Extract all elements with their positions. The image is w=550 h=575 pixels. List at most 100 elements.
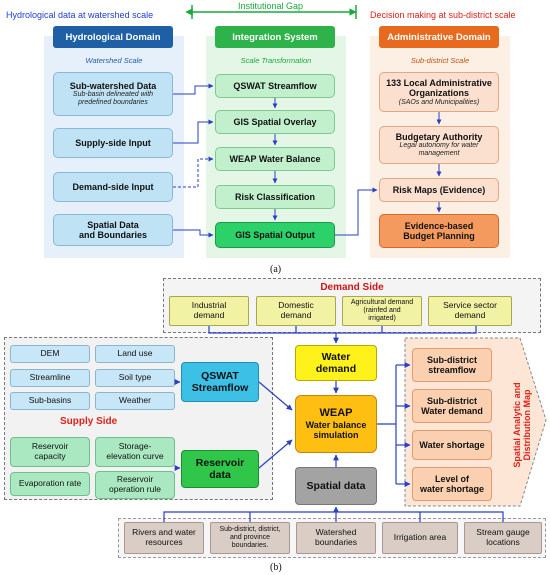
qswat-streamflow-node: QSWAT Streamflow (181, 362, 259, 402)
weap-water-balance-label: WEAP Water Balance (229, 153, 321, 164)
local-admin-orgs-l1: 133 Local Administrative (386, 77, 492, 88)
hydro-domain-header: Hydrological Domain (53, 26, 173, 48)
land-use-label: Land use (117, 348, 153, 359)
evidence-budget-l1: Evidence-based (404, 220, 474, 231)
reservoir-operation-l2: operation rule (109, 484, 161, 494)
subdistrict-streamflow-box: Sub-district streamflow (412, 348, 492, 382)
panel-a-caption: (a) (270, 264, 282, 275)
subdistrict-streamflow-l2: streamflow (428, 365, 476, 375)
stream-gauge-l2: locations (486, 537, 520, 547)
weap-simulation-node: WEAP Water balance simulation (295, 395, 377, 453)
streamline-label: Streamline (29, 372, 71, 383)
subdistrict-streamflow-l1: Sub-district (426, 354, 477, 365)
dem-box: DEM (10, 345, 90, 363)
industrial-demand-box: Industrial demand (169, 296, 249, 326)
weap-l3: simulation (313, 430, 359, 441)
domestic-demand-l2: demand (280, 310, 312, 320)
irrigation-area-box: Irrigation area (382, 522, 458, 554)
soil-type-label: Soil type (118, 372, 152, 383)
sub-watershed-data-title: Sub-watershed Data (69, 81, 157, 92)
spatial-data-boundaries-box: Spatial Data and Boundaries (53, 214, 173, 246)
qswat-streamflow-box: QSWAT Streamflow (215, 74, 335, 98)
watershed-boundaries-l2: boundaries (314, 537, 358, 547)
evidence-budget-box: Evidence-based Budget Planning (379, 214, 499, 248)
reservoir-operation-l1: Reservoir (116, 474, 154, 485)
admin-boundaries-box: Sub-district, district, and province bou… (210, 522, 290, 554)
industrial-demand-l1: Industrial (191, 300, 227, 311)
evaporation-rate-box: Evaporation rate (10, 472, 90, 496)
risk-classification-box: Risk Classification (215, 185, 335, 209)
water-demand-l1: Water (321, 350, 351, 363)
spatial-map-label: Spatial Analytic and Distribution Map (509, 365, 535, 485)
gis-spatial-overlay-box: GIS Spatial Overlay (215, 110, 335, 134)
risk-classification-label: Risk Classification (234, 191, 316, 202)
reservoir-node-l2: data (209, 469, 231, 481)
sub-basins-box: Sub-basins (10, 392, 90, 410)
weather-box: Weather (95, 392, 175, 410)
spatial-data-label: Spatial data (306, 479, 366, 492)
qswat-node-l1: QSWAT (201, 369, 239, 382)
local-admin-orgs-l2: Organizations (408, 88, 469, 99)
watershed-scale-label: Watershed Scale (85, 56, 143, 65)
scale-transformation-label: Scale Transformation (240, 56, 312, 65)
risk-maps-label: Risk Maps (Evidence) (392, 184, 486, 195)
watershed-boundaries-l1: Watershed (315, 527, 357, 538)
evidence-budget-l2: Budget Planning (403, 231, 475, 241)
subdistrict-scale-label: Sub-district Scale (410, 56, 470, 65)
domestic-demand-l1: Domestic (278, 300, 314, 311)
sub-watershed-data-sub: Sub-basin delineated with predefined bou… (72, 91, 154, 107)
gis-spatial-overlay-label: GIS Spatial Overlay (233, 116, 317, 127)
sub-watershed-data-box: Sub-watershed Data Sub-basin delineated … (53, 72, 173, 116)
irrigation-area-label: Irrigation area (393, 532, 447, 543)
reservoir-operation-box: Reservoir operation rule (95, 471, 175, 499)
demand-side-input-box: Demand-side Input (53, 172, 173, 202)
subdistrict-water-demand-box: Sub-district Water demand (412, 389, 492, 423)
budgetary-authority-title: Budgetary Authority (395, 132, 483, 143)
water-demand-node: Water demand (295, 345, 377, 381)
reservoir-capacity-l1: Reservoir (31, 441, 69, 452)
subdistrict-water-demand-l2: Water demand (421, 406, 483, 416)
spatial-map-label-l1: Spatial Analytic and (512, 382, 522, 468)
watershed-boundaries-box: Watershed boundaries (296, 522, 376, 554)
budgetary-authority-sub-l1: Legal autonomy for water (399, 142, 479, 150)
weap-water-balance-box: WEAP Water Balance (215, 147, 335, 171)
water-shortage-label: Water shortage (419, 439, 485, 450)
storage-elevation-l2: elevation curve (106, 451, 164, 461)
gis-spatial-output-box: GIS Spatial Output (215, 222, 335, 248)
level-water-shortage-l2: water shortage (419, 484, 485, 494)
level-water-shortage-l1: Level of (434, 473, 469, 484)
storage-elevation-box: Storage- elevation curve (95, 437, 175, 467)
spatial-data-boundaries-l2: and Boundaries (78, 230, 147, 240)
evaporation-rate-label: Evaporation rate (18, 478, 82, 489)
reservoir-capacity-l2: capacity (34, 451, 66, 461)
local-admin-orgs-box: 133 Local Administrative Organizations (… (379, 72, 499, 112)
level-water-shortage-box: Level of water shortage (412, 467, 492, 501)
rivers-water-resources-box: Rivers and water resources (124, 522, 204, 554)
admin-boundaries-l3: boundaries. (231, 542, 269, 550)
water-demand-l2: demand (315, 363, 357, 375)
supply-side-input-box: Supply-side Input (53, 128, 173, 158)
storage-elevation-l1: Storage- (118, 441, 152, 452)
reservoir-capacity-box: Reservoir capacity (10, 437, 90, 467)
budgetary-authority-box: Budgetary Authority Legal autonomy for w… (379, 126, 499, 164)
demand-side-input-label: Demand-side Input (72, 181, 154, 192)
decision-scale-caption: Decision making at sub-district scale (370, 10, 516, 20)
rivers-l2: resources (145, 537, 183, 547)
water-shortage-box: Water shortage (412, 430, 492, 460)
supply-side-title: Supply Side (60, 416, 118, 427)
subdistrict-water-demand-l1: Sub-district (426, 395, 477, 406)
spatial-map-label-l2: Distribution Map (522, 389, 532, 461)
spatial-data-boundaries-l1: Spatial Data (87, 219, 139, 230)
gis-spatial-output-label: GIS Spatial Output (235, 229, 315, 240)
dem-label: DEM (40, 348, 60, 359)
panel-b-caption: (b) (270, 562, 282, 573)
land-use-box: Land use (95, 345, 175, 363)
stream-gauge-box: Stream gauge locations (464, 522, 542, 554)
reservoir-data-node: Reservoir data (181, 450, 259, 488)
risk-maps-box: Risk Maps (Evidence) (379, 178, 499, 202)
institutional-gap-caption: Institutional Gap (238, 1, 304, 11)
agricultural-demand-l3: irrigated) (368, 315, 396, 323)
qswat-node-l2: Streamflow (191, 382, 249, 394)
stream-gauge-l1: Stream gauge (476, 527, 530, 538)
demand-side-title: Demand Side (320, 282, 384, 293)
